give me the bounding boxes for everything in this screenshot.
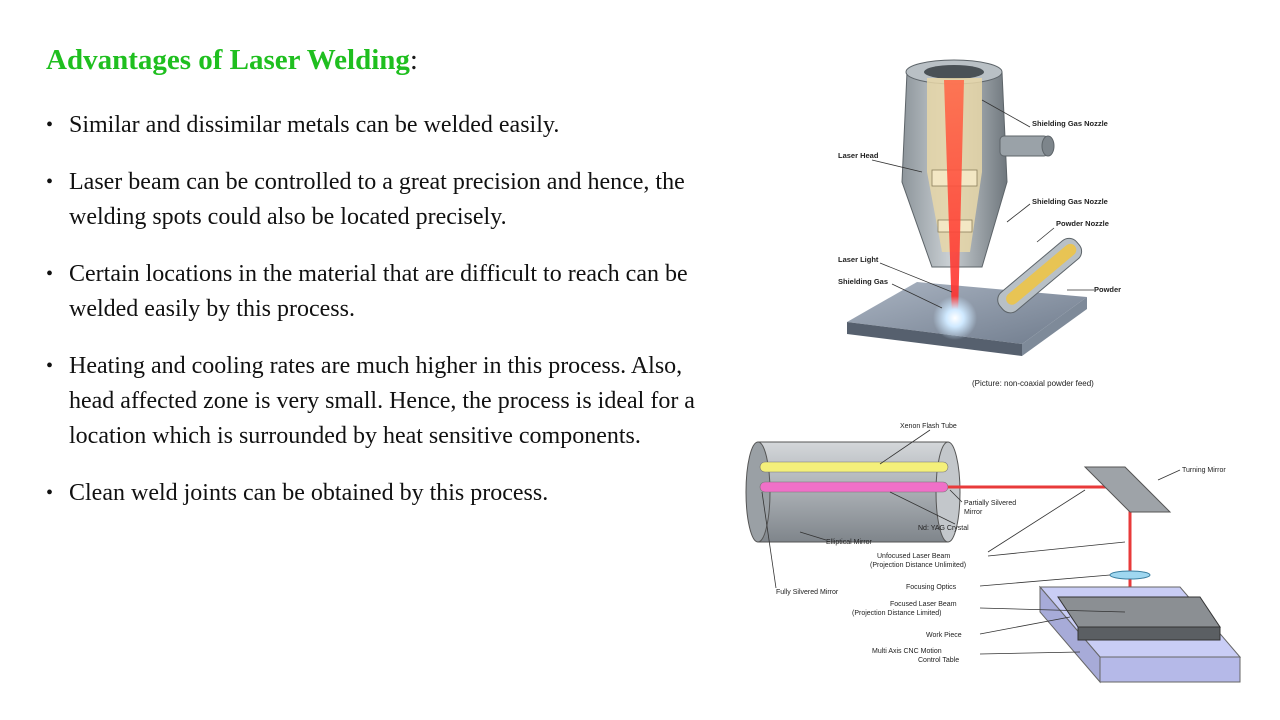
bullet-text: Similar and dissimilar metals can be wel… <box>69 112 560 138</box>
side-gas-nozzle <box>999 135 1049 157</box>
slide-title: Advantages of Laser Welding: <box>46 44 418 77</box>
leader-line <box>1036 227 1055 243</box>
work-piece-top <box>1057 596 1221 628</box>
slide-title-text: Advantages of Laser Welding <box>46 44 410 76</box>
bullet-item: • Certain locations in the material that … <box>46 257 706 327</box>
bullet-item: • Heating and cooling rates are much high… <box>46 349 706 454</box>
leader-line <box>981 99 1031 128</box>
leader-line <box>799 531 827 541</box>
leader-line <box>1157 469 1181 481</box>
leader-line <box>1006 203 1031 223</box>
label-powder-nozzle: Powder Nozzle <box>1056 219 1109 228</box>
label-cnc-motion-table: Control Table <box>918 657 959 664</box>
leader-line <box>879 429 931 465</box>
label-work-piece: Work Piece <box>926 632 962 639</box>
label-partially-silvered-mirror: Partially Silvered <box>964 500 1016 507</box>
nd-yag-crystal <box>759 481 949 493</box>
bullet-text: Heating and cooling rates are much highe… <box>69 353 695 449</box>
bullet-dot: • <box>46 114 54 136</box>
bullet-item: • Clean weld joints can be obtained by th… <box>46 476 706 511</box>
head-top-opening <box>924 65 984 79</box>
leader-line <box>987 541 1126 557</box>
bullet-item: • Similar and dissimilar metals can be we… <box>46 108 706 143</box>
work-piece-front <box>1077 626 1221 641</box>
powder-nozzle-core <box>1006 243 1077 305</box>
bullet-dot: • <box>46 263 54 285</box>
laser-beam <box>944 80 964 317</box>
powder-nozzle <box>997 237 1083 314</box>
label-shielding-gas-nozzle: Shielding Gas Nozzle <box>1032 197 1108 206</box>
bullet-text: Clean weld joints can be obtained by thi… <box>69 480 549 506</box>
cnc-table-front <box>1099 656 1241 683</box>
label-laser-light: Laser Light <box>838 255 879 264</box>
leader-line <box>949 489 963 503</box>
bullet-dot: • <box>46 482 54 504</box>
label-elliptical-mirror: Elliptical Mirror <box>826 539 873 546</box>
label-laser-head: Laser Head <box>838 151 879 160</box>
label-powder: Powder <box>1094 285 1121 294</box>
leader-line <box>979 616 1071 635</box>
label-unfocused-laser-beam: (Projection Distance Unlimited) <box>870 562 966 569</box>
label-turning-mirror: Turning Mirror <box>1182 467 1226 474</box>
label-fully-silvered-mirror: Fully Silvered Mirror <box>776 589 839 596</box>
work-plate-edge <box>847 322 1022 356</box>
label-shielding-gas: Shielding Gas <box>838 277 888 286</box>
leader-line <box>979 574 1111 587</box>
label-xenon-flash-tube: Xenon Flash Tube <box>900 423 957 430</box>
label-partially-silvered-mirror: Mirror <box>964 509 983 516</box>
label-focused-laser-beam: Focused Laser Beam <box>890 601 957 608</box>
work-plate-side <box>1022 297 1087 356</box>
leader-line <box>979 607 1126 613</box>
leader-line <box>871 159 923 173</box>
label-cnc-motion-table: Multi Axis CNC Motion <box>872 648 942 655</box>
label-unfocused-laser-beam: Unfocused Laser Beam <box>877 553 950 560</box>
xenon-flash-tube <box>759 461 949 473</box>
bullet-list: • Similar and dissimilar metals can be we… <box>46 108 706 533</box>
bullet-text: Certain locations in the material that a… <box>69 261 688 322</box>
leader-line <box>761 491 777 589</box>
side-gas-nozzle-end <box>1041 135 1055 157</box>
leader-line <box>889 491 956 525</box>
label-shielding-gas-nozzle: Shielding Gas Nozzle <box>1032 119 1108 128</box>
slide-title-colon: : <box>409 44 418 76</box>
nd-yag-laser-system-diagram: Xenon Flash Tube Turning Mirror Partiall… <box>745 423 1242 684</box>
bullet-dot: • <box>46 171 54 193</box>
turning-mirror <box>1083 466 1172 513</box>
bullet-text: Laser beam can be controlled to a great … <box>69 169 685 230</box>
leader-line <box>879 262 953 293</box>
leader-line <box>891 283 943 309</box>
bullet-item: • Laser beam can be controlled to a great… <box>46 165 706 235</box>
laser-welding-head-diagram: Laser Head Shielding Gas Nozzle Shieldin… <box>838 59 1121 388</box>
label-nd-yag-crystal: Nd: YAG Crystal <box>918 525 969 532</box>
leader-line <box>987 489 1086 553</box>
label-focused-laser-beam: (Projection Distance Limited) <box>852 610 941 617</box>
leader-line <box>979 651 1081 655</box>
weld-glow <box>933 296 977 340</box>
figure-caption: (Picture: non-coaxial powder feed) <box>972 379 1094 388</box>
label-focusing-optics: Focusing Optics <box>906 584 957 591</box>
focusing-optics-lens <box>1109 570 1151 580</box>
bullet-dot: • <box>46 355 54 377</box>
